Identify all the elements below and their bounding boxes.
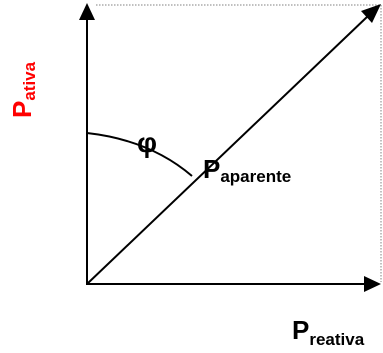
x-axis-arrowhead xyxy=(364,276,381,292)
vector-label: Paparente xyxy=(203,154,291,186)
apparent-power-arrowhead xyxy=(361,4,381,23)
vector-label-main: P xyxy=(203,154,220,184)
y-axis-label-group: Pativa xyxy=(7,61,39,118)
vector-label-sub: aparente xyxy=(220,167,291,186)
angle-label: φ xyxy=(137,127,157,158)
angle-arc xyxy=(86,132,193,177)
y-axis-label-sub: ativa xyxy=(20,61,39,100)
x-axis-label-sub: reativa xyxy=(309,330,364,349)
x-axis-label: Preativa xyxy=(292,315,365,349)
x-axis-label-main: P xyxy=(292,315,309,345)
y-axis-label-main: P xyxy=(7,101,37,118)
apparent-power-vector xyxy=(86,15,369,285)
y-axis-arrowhead xyxy=(79,3,95,20)
y-axis-label: Pativa xyxy=(7,61,39,118)
